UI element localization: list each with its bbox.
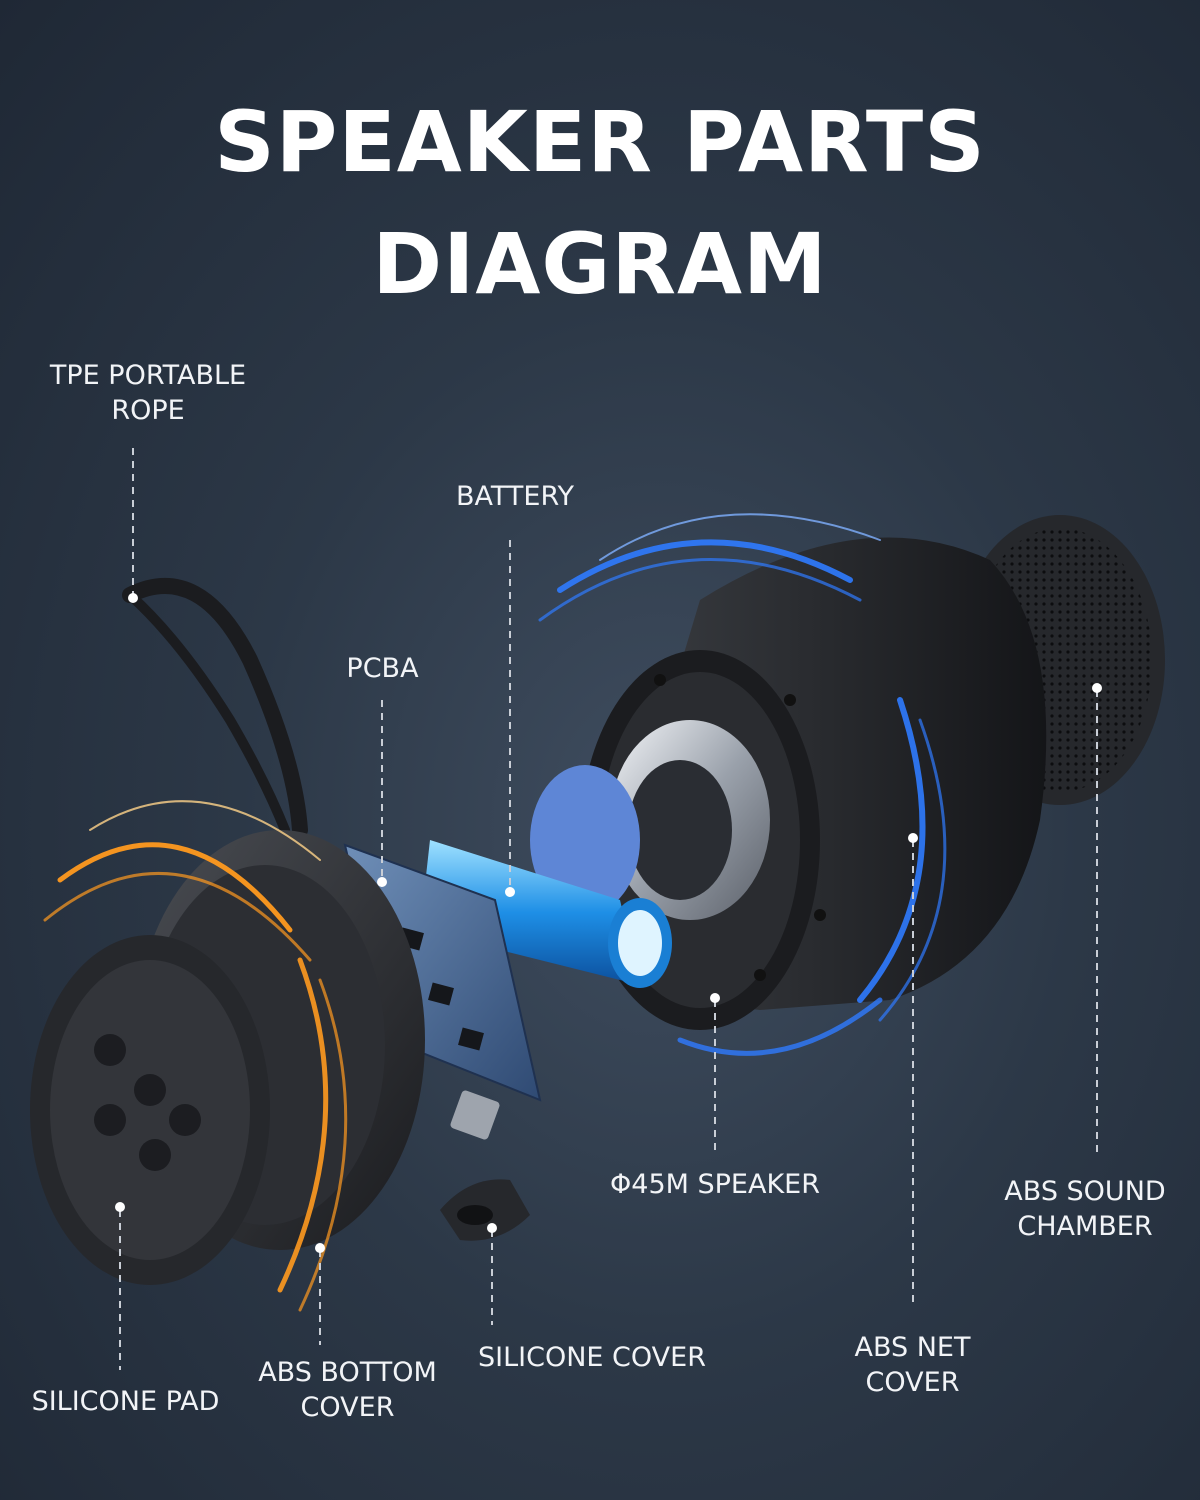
label-abs-net-cover: ABS NET COVER xyxy=(830,1330,995,1400)
label-abs-bottom-cover: ABS BOTTOM COVER xyxy=(240,1355,455,1425)
label-abs-sound-chamber-line2: CHAMBER xyxy=(1017,1211,1153,1242)
page-title-line1: SPEAKER PARTS xyxy=(214,93,986,191)
blue-motion-swoosh xyxy=(538,513,947,1056)
orange-motion-swoosh xyxy=(43,800,348,1312)
speaker-anchor-dot xyxy=(710,993,720,1003)
silicone-pad-part xyxy=(30,935,270,1285)
pcba-anchor-dot xyxy=(377,877,387,887)
label-abs-bottom-cover-line1: ABS BOTTOM xyxy=(258,1357,437,1388)
silicone-cover-anchor-dot xyxy=(487,1223,497,1233)
abs-net-cover-anchor-dot xyxy=(908,833,918,843)
label-silicone-cover: SILICONE COVER xyxy=(478,1342,706,1373)
sound-chamber-anchor-dot xyxy=(1092,683,1102,693)
label-tpe-portable-rope-line2: ROPE xyxy=(111,395,185,426)
abs-bottom-cover-anchor-dot xyxy=(315,1243,325,1253)
speaker-driver-part xyxy=(530,720,770,920)
label-battery: BATTERY xyxy=(456,481,574,512)
label-speaker: Φ45M SPEAKER xyxy=(610,1169,820,1200)
label-abs-net-cover-line2: COVER xyxy=(865,1367,960,1398)
label-abs-net-cover-line1: ABS NET xyxy=(854,1332,971,1363)
label-abs-sound-chamber-line1: ABS SOUND xyxy=(1004,1176,1166,1207)
label-abs-bottom-cover-line2: COVER xyxy=(300,1392,395,1423)
label-silicone-pad: SILICONE PAD xyxy=(31,1386,220,1417)
tpe-rope-part xyxy=(122,578,308,838)
battery-anchor-dot xyxy=(505,887,515,897)
silicone-pad-anchor-dot xyxy=(115,1202,125,1212)
label-abs-sound-chamber: ABS SOUND CHAMBER xyxy=(985,1174,1185,1244)
battery-part xyxy=(420,840,672,988)
page-title-line2: DIAGRAM xyxy=(372,215,828,313)
label-pcba: PCBA xyxy=(346,653,419,684)
label-tpe-portable-rope-line1: TPE PORTABLE xyxy=(49,360,247,391)
leader-lines xyxy=(119,448,1098,1370)
silicone-cover-part xyxy=(440,1179,530,1241)
rope-anchor-dot xyxy=(128,593,138,603)
leader-dots xyxy=(115,593,1102,1253)
label-tpe-portable-rope: TPE PORTABLE ROPE xyxy=(28,358,268,428)
